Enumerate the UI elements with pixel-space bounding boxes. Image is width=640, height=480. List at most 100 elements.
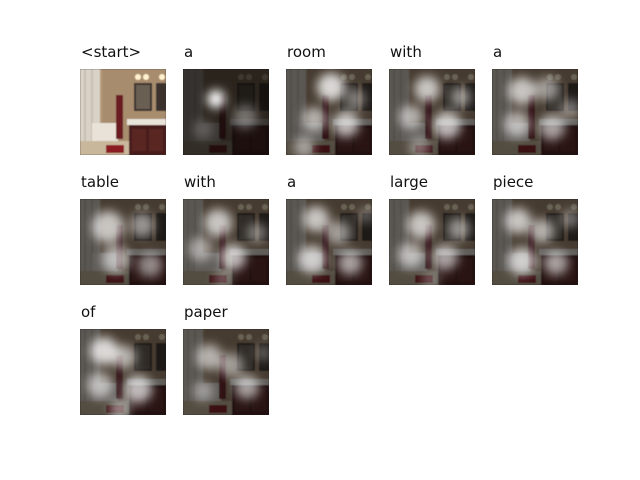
attention-blob — [193, 381, 213, 401]
attention-blob — [326, 221, 350, 245]
attention-map — [183, 199, 269, 285]
token-cell-9: piece — [492, 172, 578, 302]
attention-highlights — [193, 90, 257, 139]
attention-map — [389, 199, 475, 285]
attention-blob — [294, 137, 314, 155]
attention-blob — [247, 223, 267, 243]
thumb-svg — [80, 69, 166, 155]
attention-blob — [346, 89, 366, 109]
attention-blob — [530, 219, 554, 243]
rug — [106, 145, 124, 153]
thumb-svg — [389, 69, 475, 155]
attention-blob — [504, 111, 530, 137]
attention-blob — [539, 114, 565, 140]
attention-highlights — [398, 211, 470, 285]
token-cell-2: room — [286, 42, 372, 172]
bathtub — [92, 123, 118, 141]
token-cell-11: paper — [183, 302, 269, 432]
attention-blob — [189, 237, 213, 261]
attention-blob — [87, 372, 113, 398]
token-cell-6: with — [183, 172, 269, 302]
thumb-svg — [286, 199, 372, 285]
attention-map — [492, 69, 578, 155]
token-word: with — [390, 43, 422, 61]
attention-blob — [196, 344, 222, 370]
token-word: table — [81, 173, 119, 191]
attention-blob — [90, 337, 118, 365]
token-cell-10: of — [80, 302, 166, 432]
bathroom-image — [80, 69, 166, 155]
attention-blob — [422, 270, 440, 285]
token-word: <start> — [81, 43, 142, 61]
thumb-svg — [80, 199, 166, 285]
attention-highlights — [399, 76, 471, 155]
attention-blob — [102, 245, 130, 273]
thumb-svg — [183, 329, 269, 415]
token-cell-7: a — [286, 172, 372, 302]
attention-blob — [544, 251, 568, 275]
token-word: with — [184, 173, 216, 191]
thumb-svg — [183, 69, 269, 155]
attention-blob — [302, 107, 326, 131]
counter — [127, 119, 166, 125]
thumb-svg — [492, 69, 578, 155]
attention-map — [286, 199, 372, 285]
attention-blob — [112, 345, 136, 369]
attention-blob — [193, 119, 213, 139]
attention-blob — [561, 210, 578, 228]
light — [143, 74, 149, 80]
attention-blob — [219, 353, 243, 377]
attention-map — [80, 329, 166, 415]
token-cell-4: a — [492, 42, 578, 172]
thumb-svg — [183, 199, 269, 285]
attention-blob — [333, 111, 359, 137]
attention-highlights — [92, 211, 162, 277]
attention-map — [389, 69, 475, 155]
towel — [116, 95, 123, 139]
token-word: of — [81, 303, 96, 321]
attention-blob — [508, 247, 536, 275]
attention-blob — [338, 251, 362, 275]
attention-map — [286, 69, 372, 155]
attention-blob — [407, 211, 435, 239]
attention-highlights — [505, 208, 578, 275]
attention-blob — [207, 90, 225, 108]
attention-blob — [433, 111, 461, 139]
attention-map — [183, 329, 269, 415]
attention-grid: <start> a room with a table with a large… — [80, 42, 578, 432]
token-word: large — [390, 173, 429, 191]
attention-blob — [220, 244, 246, 270]
thumb-svg — [286, 69, 372, 155]
attention-blob — [110, 399, 130, 415]
attention-blob — [414, 76, 440, 102]
attention-blob — [448, 218, 470, 240]
token-word: room — [287, 43, 326, 61]
attention-blob — [92, 211, 124, 243]
token-word: a — [287, 173, 297, 191]
attention-blob — [398, 242, 424, 268]
attention-blob — [432, 244, 458, 270]
attention-highlights — [294, 73, 366, 155]
attention-blob — [298, 245, 326, 273]
attention-blob — [303, 206, 329, 232]
attention-blob — [138, 253, 162, 277]
attention-blob — [235, 375, 259, 399]
token-word: paper — [184, 303, 228, 321]
attention-blob — [214, 270, 232, 285]
attention-blob — [505, 208, 531, 234]
thumb-svg — [492, 199, 578, 285]
attention-blob — [451, 87, 471, 107]
thumb-svg — [80, 329, 166, 415]
token-word: a — [493, 43, 503, 61]
attention-blob — [399, 105, 423, 129]
attention-blob — [204, 209, 232, 237]
attention-highlights — [298, 206, 372, 275]
token-cell-0: <start> — [80, 42, 166, 172]
attention-blob — [358, 207, 372, 223]
token-cell-3: with — [389, 42, 475, 172]
attention-blob — [130, 213, 154, 237]
attention-map — [183, 69, 269, 155]
token-cell-1: a — [183, 42, 269, 172]
attention-blob — [560, 99, 578, 119]
thumb-svg — [389, 199, 475, 285]
